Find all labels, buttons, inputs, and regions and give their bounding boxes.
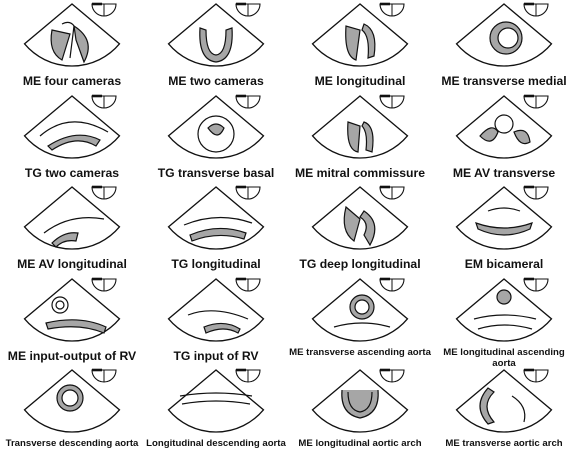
view-label: ME transverse ascending aorta <box>289 347 431 358</box>
echo-sector-diagram <box>167 277 265 342</box>
view-label: ME four cameras <box>22 74 122 88</box>
probe-angle-icon <box>523 2 549 17</box>
view-label: ME input-output of RV <box>7 349 137 363</box>
probe-angle-icon <box>235 277 261 292</box>
view-label: ME mitral commissure <box>294 166 426 180</box>
view-label: ME transverse medial <box>441 74 567 88</box>
view-label: Transverse descending aorta <box>5 438 139 449</box>
probe-angle-icon <box>523 277 549 292</box>
view-embi: EM bicameral <box>432 183 576 275</box>
view-label: EM bicameral <box>464 257 544 271</box>
echo-sector-diagram <box>23 185 121 250</box>
view-memc: ME mitral commissure <box>288 92 432 184</box>
probe-angle-icon <box>91 368 117 383</box>
view-meta: ME transverse ascending aorta <box>288 275 432 367</box>
ultrasound-sector <box>311 3 409 67</box>
view-meavt: ME AV transverse <box>432 92 576 184</box>
view-label: TG input of RV <box>173 349 259 363</box>
probe-angle-icon <box>91 185 117 200</box>
view-label: ME longitudinal ascending aorta <box>443 347 565 369</box>
ultrasound-sector <box>455 369 553 433</box>
view-label: TG two cameras <box>24 166 120 180</box>
probe-angle-icon <box>379 94 405 109</box>
probe-angle-icon <box>379 2 405 17</box>
echo-sector-diagram <box>311 277 409 342</box>
view-label: TG longitudinal <box>171 257 261 271</box>
view-label: ME AV longitudinal <box>17 257 127 271</box>
echo-sector-diagram <box>167 368 265 433</box>
echo-sector-diagram <box>23 368 121 433</box>
view-mela: ME longitudinal ascending aorta <box>432 275 576 369</box>
probe-angle-icon <box>235 368 261 383</box>
echo-sector-diagram <box>167 2 265 67</box>
probe-angle-icon <box>379 277 405 292</box>
ultrasound-sector <box>311 186 409 250</box>
view-tgin: TG input of RV <box>144 275 288 367</box>
echo-sector-diagram <box>167 94 265 159</box>
view-label: ME AV transverse <box>452 166 556 180</box>
view-metm: ME transverse medial <box>432 0 576 92</box>
echo-sector-diagram <box>23 94 121 159</box>
view-tgtb: TG transverse basal <box>144 92 288 184</box>
probe-angle-icon <box>235 185 261 200</box>
probe-angle-icon <box>91 277 117 292</box>
echo-sector-diagram <box>455 2 553 67</box>
probe-angle-icon <box>523 368 549 383</box>
view-label: TG transverse basal <box>157 166 275 180</box>
echo-sector-diagram <box>455 277 553 342</box>
view-label: ME longitudinal aortic arch <box>298 438 422 449</box>
view-tda: Transverse descending aorta <box>0 366 144 458</box>
ultrasound-sector <box>23 3 121 67</box>
view-tglong: TG longitudinal <box>144 183 288 275</box>
ultrasound-sector <box>167 278 265 342</box>
view-me4c: ME four cameras <box>0 0 144 92</box>
echo-sector-diagram <box>23 2 121 67</box>
echo-sector-diagram <box>455 94 553 159</box>
view-label: Longitudinal descending aorta <box>146 438 286 449</box>
ultrasound-sector <box>167 3 265 67</box>
echo-sector-diagram <box>167 185 265 250</box>
view-me2c: ME two cameras <box>144 0 288 92</box>
view-mela2: ME longitudinal aortic arch <box>288 366 432 458</box>
echo-sector-diagram <box>311 2 409 67</box>
echo-sector-diagram <box>311 94 409 159</box>
view-meta2: ME transverse aortic arch <box>432 366 576 458</box>
echo-sector-diagram <box>311 368 409 433</box>
ultrasound-sector <box>455 186 553 250</box>
view-label: ME two cameras <box>168 74 264 88</box>
echo-sector-diagram <box>455 368 553 433</box>
view-meavl: ME AV longitudinal <box>0 183 144 275</box>
view-tgdl: TG deep longitudinal <box>288 183 432 275</box>
view-label: ME transverse aortic arch <box>445 438 563 449</box>
probe-angle-icon <box>235 94 261 109</box>
probe-angle-icon <box>379 185 405 200</box>
view-label: ME longitudinal <box>314 74 406 88</box>
view-melong: ME longitudinal <box>288 0 432 92</box>
echo-sector-diagram <box>23 277 121 342</box>
view-label: TG deep longitudinal <box>299 257 421 271</box>
ultrasound-sector <box>23 186 121 250</box>
probe-angle-icon <box>523 94 549 109</box>
view-tg2c: TG two cameras <box>0 92 144 184</box>
probe-angle-icon <box>91 94 117 109</box>
view-lda: Longitudinal descending aorta <box>144 366 288 458</box>
view-meio: ME input-output of RV <box>0 275 144 367</box>
ultrasound-sector <box>455 278 553 342</box>
echo-sector-diagram <box>311 185 409 250</box>
probe-angle-icon <box>379 368 405 383</box>
echo-sector-diagram <box>455 185 553 250</box>
probe-angle-icon <box>235 2 261 17</box>
probe-angle-icon <box>523 185 549 200</box>
probe-angle-icon <box>91 2 117 17</box>
